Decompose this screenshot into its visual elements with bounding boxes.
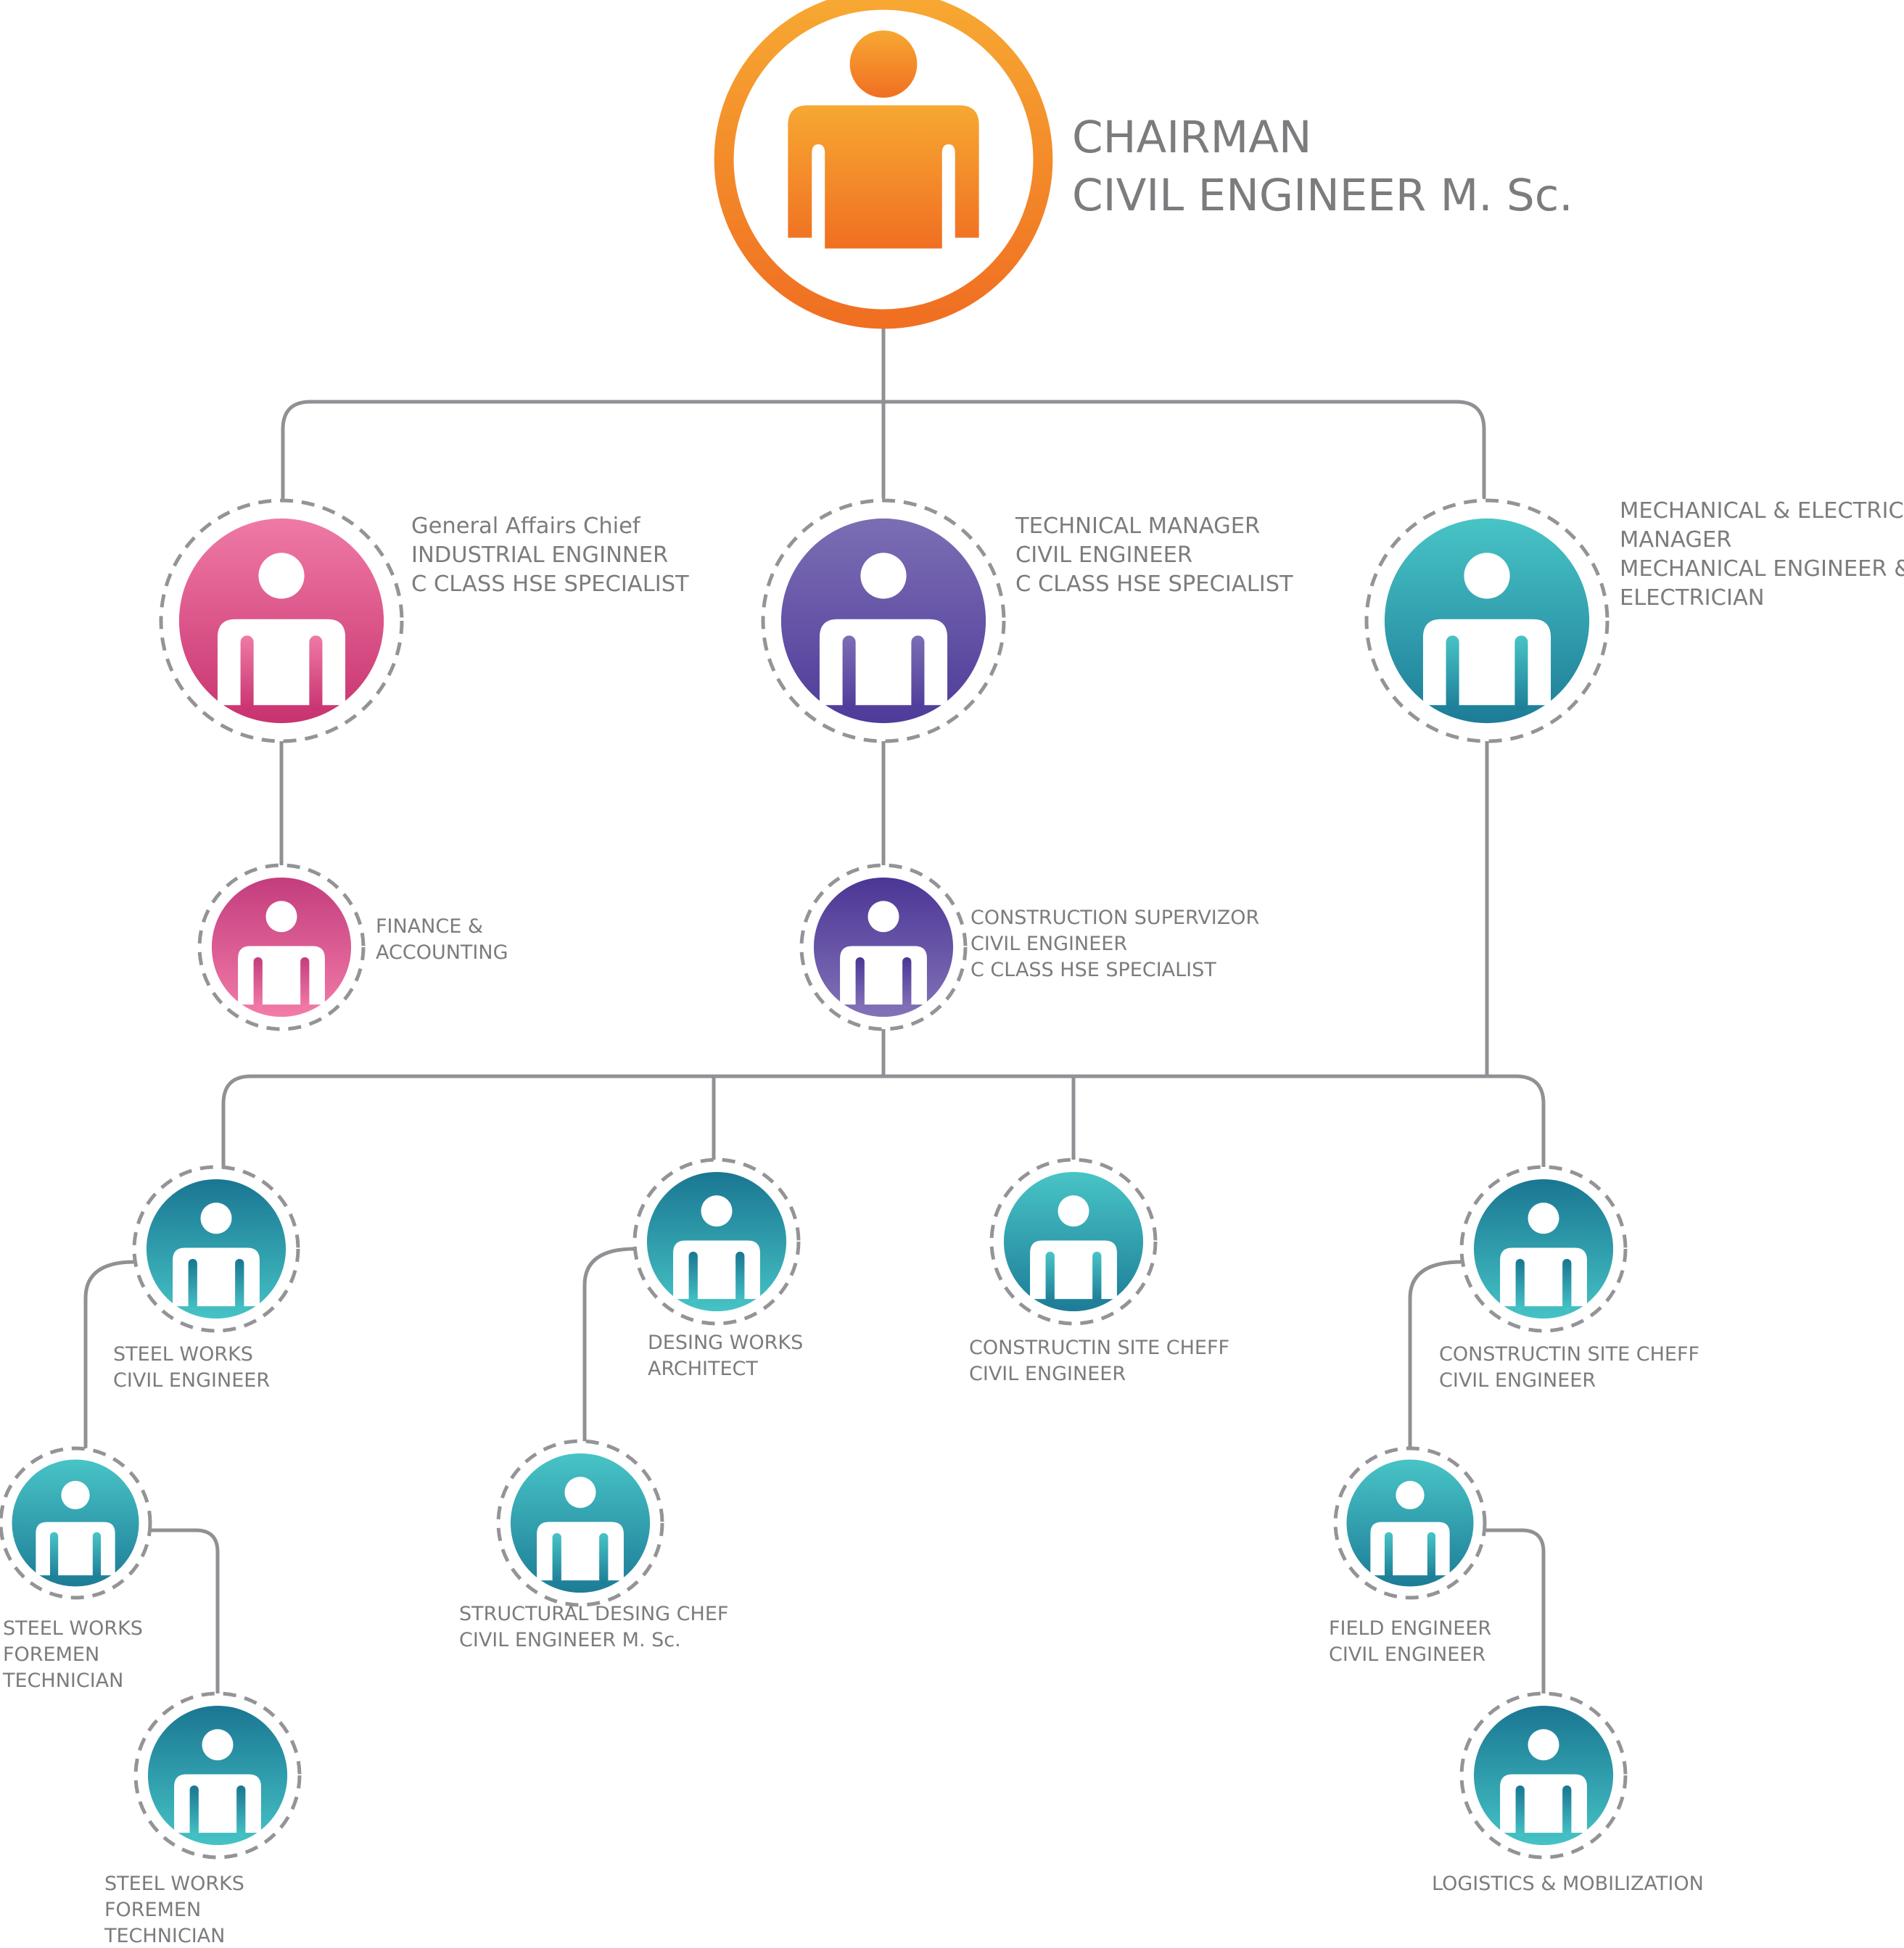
label-line: FOREMEN	[104, 1899, 202, 1921]
label-chairman: CHAIRMAN CIVIL ENGINEER M. Sc.	[1072, 109, 1573, 225]
label-line: CIVIL ENGINEER	[970, 933, 1128, 955]
label-line: C CLASS HSE SPECIALIST	[411, 571, 689, 597]
label-line: STEEL WORKS	[104, 1873, 244, 1895]
node-logistics-mobilization	[1459, 1691, 1628, 1860]
label-finance-accounting: FINANCE & ACCOUNTING	[376, 914, 508, 966]
person-icon	[1473, 1705, 1614, 1846]
person-icon	[12, 1459, 139, 1587]
label-line: ELECTRICIAN	[1620, 585, 1765, 611]
person-icon	[178, 518, 384, 724]
label-steel-works-foremen-1: STEEL WORKS FOREMEN TECHNICIAN	[3, 1616, 143, 1694]
label-line: FINANCE &	[376, 915, 483, 938]
label-line: CONSTRUCTION SUPERVIZOR	[970, 907, 1260, 929]
node-site-cheff-1	[989, 1157, 1158, 1326]
node-steel-works-civil-engineer	[132, 1165, 300, 1333]
node-steel-works-foremen-1	[0, 1446, 152, 1600]
label-line: CONSTRUCTIN SITE CHEFF	[969, 1337, 1230, 1359]
person-icon	[1473, 1179, 1614, 1319]
label-field-engineer: FIELD ENGINEER CIVIL ENGINEER	[1329, 1616, 1491, 1668]
node-steel-works-foremen-2	[133, 1691, 302, 1860]
label-line: INDUSTRIAL ENGINNER	[411, 542, 669, 568]
node-site-cheff-2	[1459, 1165, 1628, 1333]
person-icon	[510, 1453, 651, 1593]
label-line: ARCHITECT	[648, 1358, 758, 1380]
node-mechanical-electrical-manager	[1364, 498, 1610, 743]
label-steel-works-foremen-2: STEEL WORKS FOREMEN TECHNICIAN	[104, 1871, 244, 1948]
label-line: FOREMEN	[3, 1643, 100, 1666]
label-line: MECHANICAL ENGINEER &	[1620, 556, 1904, 582]
connector-line	[221, 1074, 1546, 1171]
connector-line	[582, 1247, 637, 1443]
person-icon	[146, 1179, 287, 1319]
label-line: CIVIL ENGINEER M. Sc.	[1072, 170, 1573, 221]
node-finance-accounting	[197, 863, 366, 1031]
node-structural-desing-chef	[496, 1439, 664, 1607]
node-general-affairs-chief	[159, 498, 404, 743]
person-icon	[147, 1705, 288, 1846]
person-icon	[1346, 1459, 1474, 1587]
node-technical-manager	[761, 498, 1006, 743]
connector-line	[1485, 1528, 1546, 1696]
label-structural-desing-chef: STRUCTURAL DESING CHEF CIVIL ENGINEER M.…	[459, 1601, 728, 1654]
label-mechanical-electrical-manager: MECHANICAL & ELECTRICAL MANAGER MECHANIC…	[1620, 497, 1904, 613]
label-line: STEEL WORKS	[113, 1343, 253, 1366]
label-line: DESING WORKS	[648, 1332, 804, 1354]
label-line: C CLASS HSE SPECIALIST	[1015, 571, 1293, 597]
connector-line	[83, 1260, 136, 1449]
label-line: CIVIL ENGINEER	[113, 1369, 271, 1392]
label-logistics-mobilization: LOGISTICS & MOBILIZATION	[1432, 1871, 1704, 1897]
person-icon	[211, 877, 352, 1018]
label-technical-manager: TECHNICAL MANAGER CIVIL ENGINEER C CLASS…	[1015, 512, 1293, 599]
label-site-cheff-2: CONSTRUCTIN SITE CHEFF CIVIL ENGINEER	[1439, 1342, 1699, 1394]
label-line: CIVIL ENGINEER	[1015, 542, 1193, 568]
label-line: FIELD ENGINEER	[1329, 1617, 1492, 1640]
label-desing-works-architect: DESING WORKS ARCHITECT	[648, 1330, 803, 1382]
label-line: TECHNICIAN	[3, 1670, 124, 1692]
person-icon	[780, 518, 986, 724]
label-line: ACCOUNTING	[376, 941, 508, 964]
node-desing-works-architect	[632, 1157, 801, 1326]
label-line: CHAIRMAN	[1072, 112, 1312, 163]
label-general-affairs-chief: General Affairs Chief INDUSTRIAL ENGINNE…	[411, 512, 689, 599]
person-icon	[714, 0, 1053, 329]
node-chairman	[714, 0, 1053, 329]
label-line: STRUCTURAL DESING CHEF	[459, 1603, 729, 1625]
label-line: CIVIL ENGINEER	[1439, 1369, 1596, 1392]
label-line: MECHANICAL & ELECTRICAL	[1620, 498, 1904, 524]
node-field-engineer	[1333, 1446, 1487, 1600]
label-line: CONSTRUCTIN SITE CHEFF	[1439, 1343, 1700, 1366]
label-construction-supervizor: CONSTRUCTION SUPERVIZOR CIVIL ENGINEER C…	[970, 905, 1259, 983]
label-steel-works-civil-engineer: STEEL WORKS CIVIL ENGINEER	[113, 1342, 270, 1394]
label-line: C CLASS HSE SPECIALIST	[970, 959, 1216, 981]
person-icon	[813, 877, 954, 1018]
label-site-cheff-1: CONSTRUCTIN SITE CHEFF CIVIL ENGINEER	[969, 1335, 1229, 1387]
label-line: CIVIL ENGINEER	[1329, 1643, 1486, 1666]
label-line: TECHNICAL MANAGER	[1015, 513, 1261, 539]
label-line: STEEL WORKS	[3, 1617, 143, 1640]
label-line: CIVIL ENGINEER	[969, 1363, 1126, 1385]
label-line: CIVIL ENGINEER M. Sc.	[459, 1629, 681, 1651]
connector-line	[150, 1528, 220, 1696]
label-line: MANAGER	[1620, 527, 1732, 553]
label-line: LOGISTICS & MOBILIZATION	[1432, 1873, 1704, 1895]
label-line: TECHNICIAN	[104, 1925, 226, 1947]
person-icon	[646, 1171, 787, 1312]
connector-line	[1408, 1260, 1464, 1449]
person-icon	[1384, 518, 1590, 724]
node-construction-supervizor	[799, 863, 968, 1031]
person-icon	[1003, 1171, 1144, 1312]
label-line: General Affairs Chief	[411, 513, 640, 539]
